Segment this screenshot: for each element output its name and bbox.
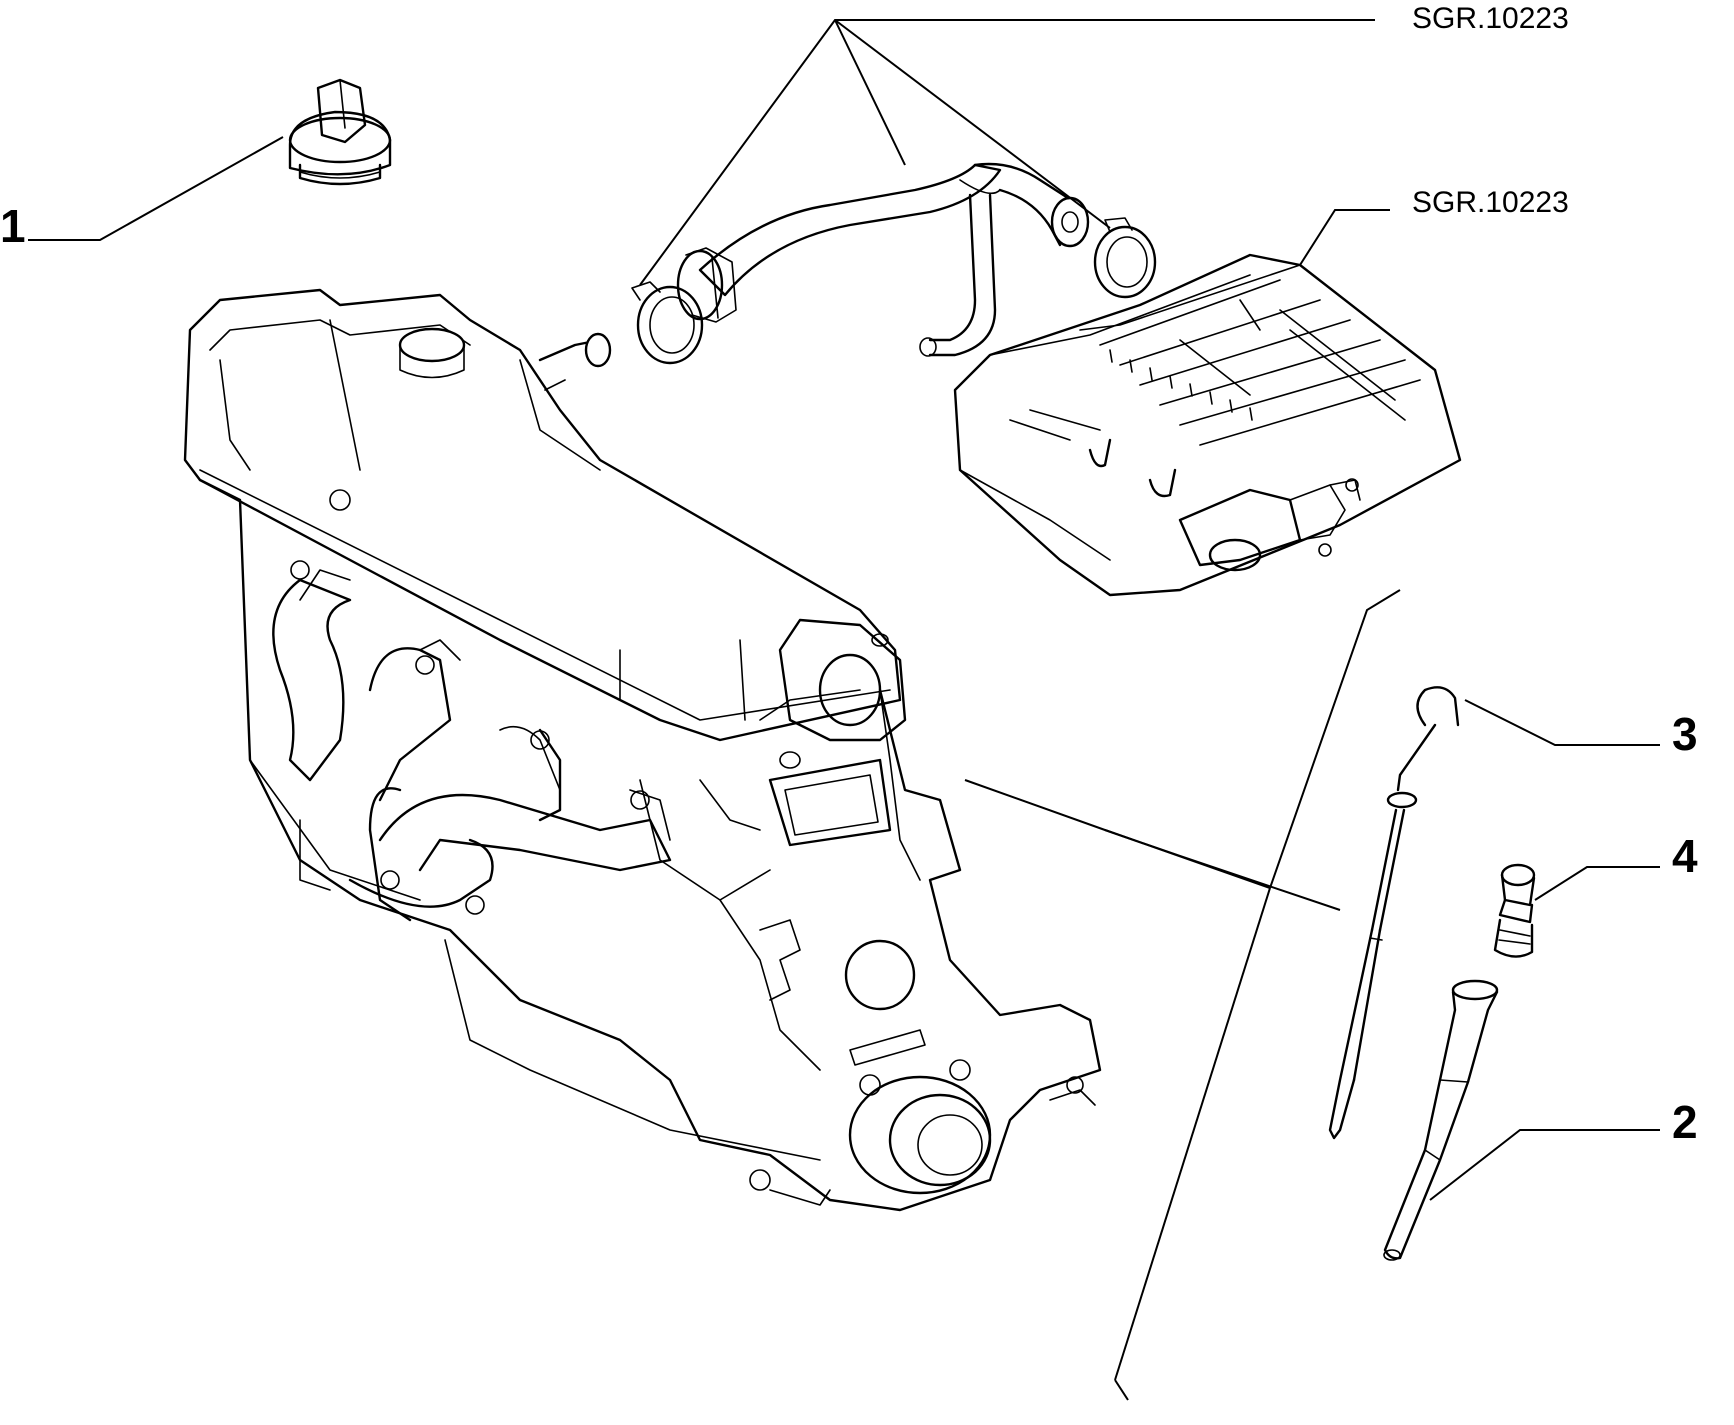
air-box: [953, 253, 1462, 597]
breather-hose: [698, 163, 1002, 297]
reference-hose-group: SGR.10223: [1412, 2, 1569, 35]
breather-hose-group: [631, 162, 1157, 365]
dipstick-tube: [1383, 979, 1499, 1261]
callout-part-4: 4: [1672, 830, 1698, 882]
leader-lines: [28, 19, 1660, 1401]
hose-clamp-right: [1093, 217, 1157, 299]
reference-air-box: SGR.10223: [1412, 186, 1569, 219]
dipstick-seal-plug: [1493, 863, 1536, 958]
filler-neck: [398, 327, 466, 363]
cylinder-head: [198, 478, 1102, 1212]
oil-filler-cap: [288, 78, 392, 186]
callout-part-2: 2: [1672, 1096, 1698, 1148]
callout-part-3: 3: [1672, 708, 1698, 760]
callout-part-1: 1: [0, 200, 26, 252]
dipstick: [1328, 686, 1460, 1140]
engine-assembly: [183, 288, 1102, 1212]
exhaust-manifold: [272, 578, 352, 782]
air-box-assembly: [953, 253, 1462, 597]
hose-clamp-left: [631, 281, 704, 365]
valve-cover: [183, 288, 902, 742]
